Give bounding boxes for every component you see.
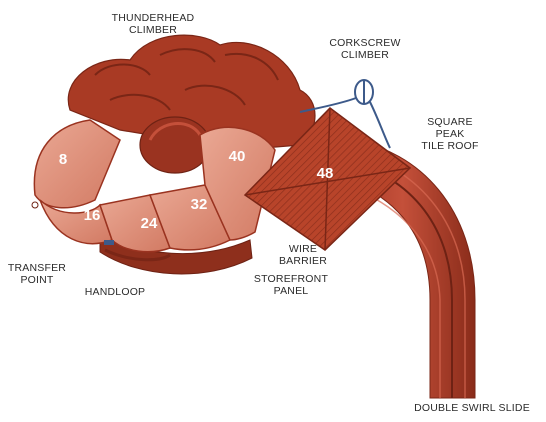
- label-double-swirl-slide: DOUBLE SWIRL SLIDE: [400, 402, 544, 414]
- deck-8: [34, 120, 120, 208]
- deck-height-24: 24: [141, 215, 158, 232]
- deck-height-8: 8: [59, 151, 67, 168]
- transfer-point-marker: [32, 202, 38, 208]
- label-storefront-panel: STOREFRONT PANEL: [246, 273, 336, 297]
- deck-height-16: 16: [84, 207, 101, 224]
- handloop-marker: [104, 240, 114, 245]
- label-handloop: HANDLOOP: [75, 286, 155, 298]
- label-transfer-point: TRANSFER POINT: [2, 262, 72, 286]
- label-thunderhead-climber: THUNDERHEAD CLIMBER: [103, 12, 203, 36]
- deck-height-40: 40: [229, 148, 246, 165]
- label-square-peak-tile-roof: SQUARE PEAK TILE ROOF: [410, 116, 490, 152]
- deck-height-48: 48: [317, 165, 334, 182]
- deck-height-32: 32: [191, 196, 208, 213]
- label-wire-barrier: WIRE BARRIER: [268, 243, 338, 267]
- label-corkscrew-climber: CORKSCREW CLIMBER: [320, 37, 410, 61]
